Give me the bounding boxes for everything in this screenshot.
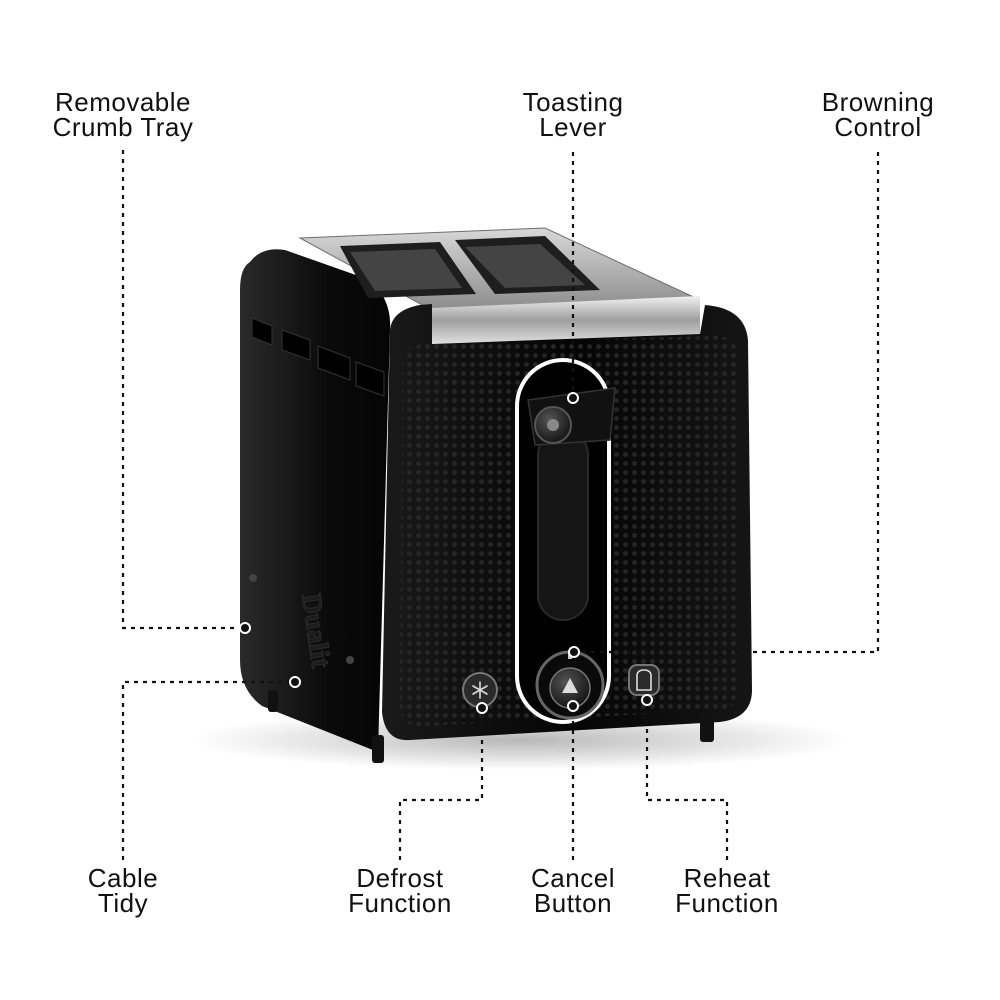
callout-cancel: Cancel Button: [503, 863, 643, 918]
callout-defrost-line1: Defrost: [356, 863, 444, 893]
chrome-band: [432, 296, 700, 344]
foot: [268, 690, 278, 712]
callout-browning-control-line1: Browning: [821, 87, 935, 117]
lever-slot: [537, 429, 589, 621]
callout-crumb-tray-line2: Crumb Tray: [52, 112, 194, 142]
leader-defrost: [398, 708, 484, 860]
crumb-tray-slots: [251, 317, 385, 397]
side-screw: [249, 574, 257, 582]
callout-toasting-lever-line2: Lever: [539, 112, 607, 142]
leader-reheat: [645, 700, 729, 860]
callout-browning-control: Browning Control: [798, 87, 958, 142]
foot: [372, 735, 384, 763]
callout-cancel-line2: Button: [533, 888, 613, 918]
toaster-side-panel: [240, 249, 391, 752]
snowflake-icon: [472, 681, 488, 699]
callout-browning-control-line2: Control: [834, 112, 922, 142]
toasting-lever-center: [547, 419, 559, 431]
callout-reheat-line2: Function: [675, 888, 779, 918]
callout-cable-tidy: Cable Tidy: [58, 863, 188, 918]
callout-toasting-lever: Toasting Lever: [493, 87, 653, 142]
callout-toasting-lever-line1: Toasting: [522, 87, 624, 117]
callout-cable-tidy-line1: Cable: [87, 863, 159, 893]
bread-slots: [340, 236, 600, 298]
side-screw: [346, 656, 354, 664]
leader-browning-control: [574, 152, 880, 654]
callout-defrost: Defrost Function: [325, 863, 475, 918]
callout-cable-tidy-line2: Tidy: [97, 888, 149, 918]
triangle-icon: [562, 678, 578, 693]
toast-icon: [636, 669, 652, 691]
callout-reheat: Reheat Function: [652, 863, 802, 918]
callout-crumb-tray-line1: Removable: [54, 87, 191, 117]
callout-reheat-line1: Reheat: [683, 863, 771, 893]
leader-crumb-tray: [121, 150, 245, 630]
leader-lines: [121, 150, 880, 860]
leader-dots: [239, 392, 653, 714]
callout-cancel-line1: Cancel: [531, 863, 615, 893]
callout-crumb-tray: Removable Crumb Tray: [28, 87, 218, 142]
callout-defrost-line2: Function: [348, 888, 452, 918]
